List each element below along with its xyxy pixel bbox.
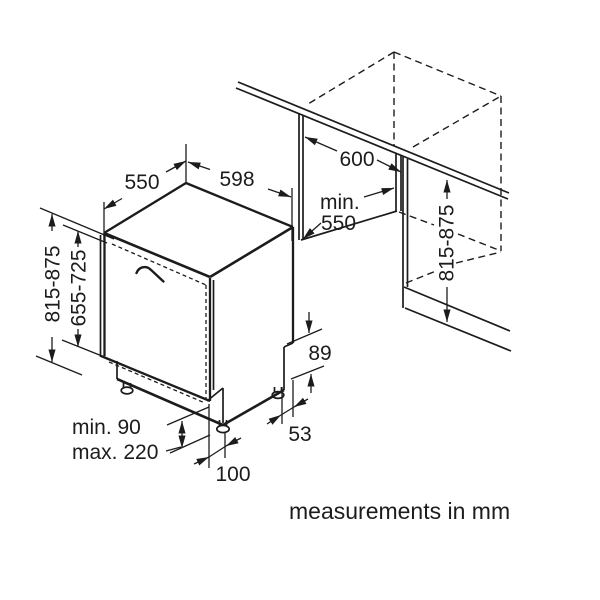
- dimension-niche-height: 815-875: [435, 180, 458, 322]
- dimension-side-foot-offset: 53: [266, 380, 312, 446]
- plinth-recess-label: 89: [308, 342, 331, 365]
- top-depth-label: 550: [124, 171, 159, 194]
- dimension-plinth-recess: 89: [286, 312, 332, 393]
- plinth-min-label: min. 90: [72, 416, 141, 439]
- dimension-niche-width: 600: [304, 136, 402, 173]
- door-panel-dashed: [108, 243, 207, 404]
- plinth-max-label: max. 220: [72, 441, 158, 464]
- dimension-top-width: 598: [187, 161, 293, 241]
- side-foot-offset-label: 53: [288, 423, 311, 446]
- niche-depth-value-label: 550: [321, 212, 356, 235]
- top-width-label: 598: [219, 168, 254, 191]
- niche-right-wall: [402, 157, 512, 352]
- adjustable-feet: [120, 383, 285, 434]
- door-handle: [135, 265, 165, 283]
- niche-cube-dashed-outline: [307, 51, 502, 284]
- countertop: [235, 81, 510, 200]
- dimension-niche-depth: min. 550: [302, 187, 395, 240]
- measurements-note: measurements in mm: [289, 498, 510, 524]
- dimension-top-depth: 550: [103, 144, 187, 241]
- niche-depth-min-label: min.: [320, 191, 360, 214]
- appliance-height-label: 815-875: [41, 245, 64, 322]
- niche-height-label: 815-875: [435, 204, 458, 281]
- dimension-door-panel-height: 655-725: [61, 224, 108, 359]
- dimension-plinth-height-range: min. 90 max. 220: [72, 406, 211, 464]
- door-panel-height-label: 655-725: [67, 249, 90, 326]
- niche-width-label: 600: [339, 148, 374, 171]
- dishwasher-outline: [99, 181, 295, 434]
- dimension-appliance-height: 815-875: [35, 207, 115, 376]
- front-foot-offset-label: 100: [215, 463, 250, 486]
- base-plinth: [116, 227, 295, 427]
- dimension-front-foot-offset: 100: [193, 404, 251, 486]
